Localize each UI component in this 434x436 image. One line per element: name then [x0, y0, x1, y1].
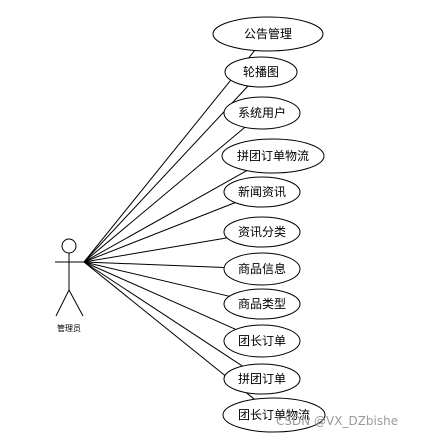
use-case: 团长订单: [223, 324, 301, 358]
use-case-label: 资讯分类: [238, 225, 286, 239]
use-case: 商品信息: [223, 252, 301, 286]
use-case: 系统用户: [223, 96, 301, 130]
use-case-ellipse: [223, 363, 301, 395]
association-line: [83, 261, 225, 268]
association-line: [83, 50, 256, 263]
use-case-label: 系统用户: [238, 105, 286, 120]
use-case-label: 新闻资讯: [238, 184, 286, 199]
use-case: 轮播图: [224, 56, 298, 88]
watermark: CSDN @VX_DZbishe: [276, 414, 398, 428]
use-case: 新闻资讯: [223, 176, 301, 208]
actor-label: 管理员: [57, 323, 81, 333]
use-case-ellipse: [223, 176, 301, 208]
association-line: [83, 126, 246, 263]
use-case-ellipse: [212, 16, 324, 52]
use-case-label: 商品信息: [238, 261, 286, 276]
use-case-label: 商品类型: [238, 296, 286, 311]
association-line: [83, 170, 248, 263]
use-case-label: 团长订单物流: [238, 408, 310, 422]
association-line: [83, 261, 243, 367]
use-cases: 公告管理 轮播图 系统用户 拼团订单物流 新闻资讯 资讯分类 商品信息 商品类: [212, 16, 326, 433]
actor-left-leg: [55, 289, 70, 317]
association-line: [83, 85, 249, 263]
use-case-ellipse: [221, 138, 325, 174]
use-case: 拼团订单: [223, 363, 301, 395]
use-case-ellipse: [223, 216, 301, 248]
use-case-ellipse: [223, 288, 301, 320]
use-case: 商品类型: [223, 288, 301, 320]
association-line: [83, 261, 230, 297]
use-case-label: 团长订单: [238, 334, 286, 348]
actor-right-leg: [68, 289, 84, 317]
use-case-label: 轮播图: [243, 65, 279, 79]
association-line: [83, 261, 237, 330]
actor-head: [61, 238, 77, 254]
use-case: 团长订单物流: [222, 397, 326, 433]
association-lines: [83, 50, 256, 400]
association-line: [83, 237, 228, 263]
association-line: [83, 202, 236, 263]
use-case-ellipse: [223, 324, 301, 358]
use-case-label: 拼团订单: [238, 372, 286, 386]
use-case-ellipse: [222, 397, 326, 433]
use-case: 拼团订单物流: [221, 138, 325, 174]
use-case-label: 拼团订单物流: [237, 149, 309, 163]
actor-figure: [55, 238, 84, 317]
use-case: 资讯分类: [223, 216, 301, 248]
use-case-ellipse: [223, 252, 301, 286]
use-case-ellipse: [224, 56, 298, 88]
use-case-label: 公告管理: [244, 26, 292, 41]
use-case: 公告管理: [212, 16, 324, 52]
use-case-ellipse: [223, 96, 301, 130]
